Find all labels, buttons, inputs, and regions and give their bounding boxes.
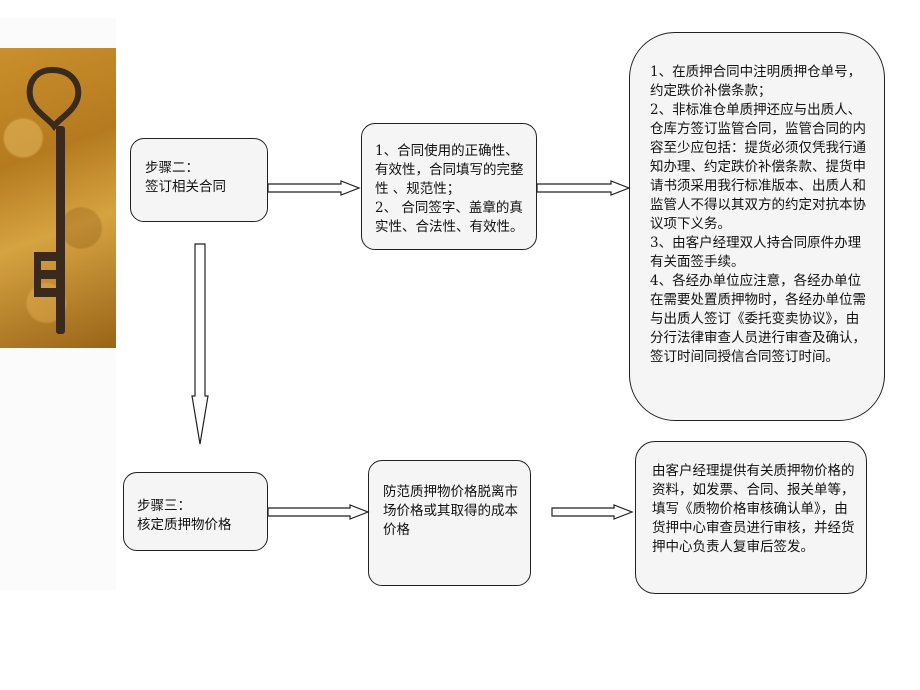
step2-details-box: 1、在质押合同中注明质押仓单号，约定跌价补偿条款； 2、非标准仓单质押还应与出质… [629,32,885,421]
step2-checks-box: 1、合同使用的正确性、有效性，合同填写的完整性 、规范性； 2、 合同签字、盖章… [361,123,537,250]
arrow-step2-checks-to-details [536,180,631,196]
arrow-step2-to-step3 [191,243,209,445]
key-photo [0,48,116,348]
key-icon [26,66,82,334]
step2-label-box: 步骤二： 签订相关合同 [130,138,268,222]
arrow-step2-to-checks [267,180,361,196]
step3-details-box: 由客户经理提供有关质押物价格的资料，如发票、合同、报关单等，填写《质物价格审核确… [635,441,867,594]
step3-label-box: 步骤三： 核定质押物价格 [123,472,268,551]
step3-checks-box: 防范质押物价格脱离市场价格或其取得的成本价格 [368,460,531,586]
arrow-step3-checks-to-details [551,504,634,520]
arrow-step3-to-checks [267,504,370,520]
